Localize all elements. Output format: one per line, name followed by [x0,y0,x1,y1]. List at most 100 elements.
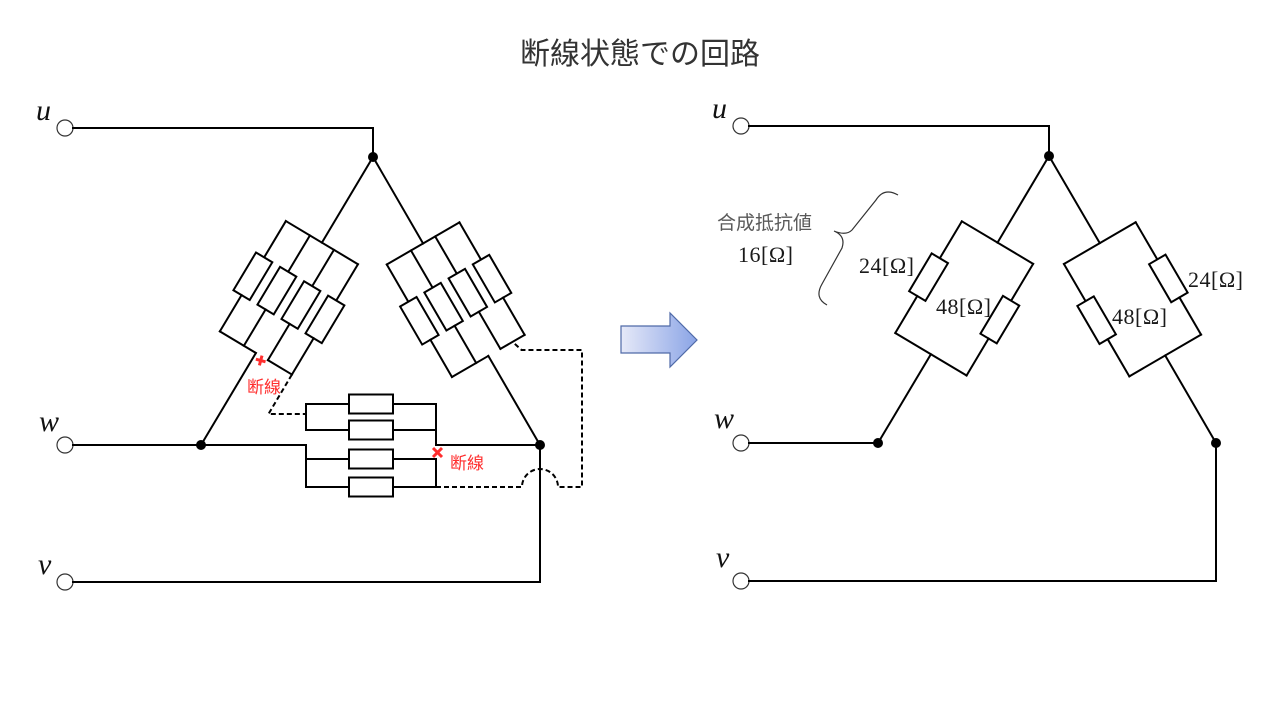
resistor-bank-uw [893,219,1035,377]
branch-wire [334,262,360,302]
branch-wire [938,219,964,260]
terminal-w-label: w [714,402,734,435]
branch-wire [1062,262,1087,303]
resistor-symbol [348,476,394,498]
terminal-u: u [36,94,74,137]
slide-title: 断線状態での回路 [520,37,760,72]
bank-bottom-bus [450,354,490,379]
bank-bottom-bus [1127,333,1203,378]
terminal-v-label: v [38,548,52,581]
resistor-value-label: 24[Ω] [1188,267,1244,292]
bank-top-bus [960,219,1035,266]
equivalent-circuit-diagram: u w v 合成抵抗値 16[Ω] 24[Ω] 48[Ω] 24[Ω] 48[Ω… [712,92,1244,590]
resistor-symbol [1075,295,1118,346]
branch-wire [266,322,291,362]
wire-left-leg-upper [320,155,375,244]
broken-circuit-diagram: u w v [36,94,583,591]
resistor-value-label: 48[Ω] [936,294,992,319]
terminal-w: w [714,402,750,452]
bank-top-bus [1062,220,1138,266]
resistor-symbol [348,448,394,470]
terminal-w: w [39,405,74,454]
junction-node-w [196,440,206,450]
wire-left-leg-lower [199,351,258,447]
branch-wire [429,338,454,379]
junction-node-top [368,152,378,162]
terminal-v-connector [56,573,74,591]
branch-wire [409,249,434,290]
terminal-u-connector [56,119,74,137]
wire-w-line [72,444,307,488]
branch-wire [433,235,459,276]
bank-bottom-bus-detached [266,358,294,376]
branch-wire [1134,220,1159,261]
branch-wire [1178,296,1203,336]
bank-bottom-bus [893,331,968,377]
combined-resistance-label: 合成抵抗値 [717,212,812,234]
branch-wire [501,296,527,337]
terminal-u-label: u [36,94,51,127]
break-x-icon [431,446,444,459]
junction-node-v [535,440,545,450]
wire-right-leg-lower [486,354,542,447]
terminal-u-connector [732,117,750,135]
branch-wire [1106,337,1131,378]
curly-brace-icon [818,191,899,306]
branch-wire [218,293,243,333]
junction-node-v [1211,438,1221,448]
wire-v-line [72,444,541,583]
junction-node-w [873,438,883,448]
wire-v-line [748,442,1217,582]
terminal-w-connector [732,434,750,452]
break-x-stroke [431,446,444,459]
wire-left-leg-upper [996,154,1051,244]
terminal-u: u [712,92,750,135]
branch-wire [458,221,483,261]
break-cross-icon [255,355,266,366]
wire-u-line [72,127,374,158]
bank-bottom-bus [218,330,258,355]
terminal-w-label: w [39,405,59,438]
resistor-symbol [348,419,394,441]
combined-resistance-value: 16[Ω] [738,242,794,267]
branch-wire [385,263,410,304]
resistor-value-label: 48[Ω] [1112,304,1168,329]
right-arrow-icon [620,311,698,369]
terminal-w-connector [56,436,74,454]
resistor-bank-uv [1062,220,1203,378]
terminal-v: v [716,541,750,590]
bank-bottom-bus-detached [499,333,527,351]
lower-bank-lower-group [305,448,437,498]
branch-wire [893,294,919,335]
branch-wire [310,248,336,288]
bank-top-bus [385,221,461,266]
branch-wire [262,219,288,259]
terminal-v-connector [732,572,750,590]
branch-wire [1009,262,1035,303]
branch-wire [290,336,316,376]
resistor-value-label: 24[Ω] [859,253,915,278]
terminal-u-label: u [712,92,727,125]
break-cross-stroke [257,355,264,366]
break-label: 断線 [450,454,484,474]
branch-wire [286,234,312,274]
branch-wire [453,324,478,365]
wire-right-leg-upper [371,155,425,245]
lower-bank-upper-group [305,393,437,446]
resistor-symbol [1147,253,1190,304]
wire-right-leg-lower [1163,354,1218,445]
bank-top-bus [284,219,360,266]
wire-u-line [748,125,1050,157]
wire-left-leg-lower [876,352,933,445]
dashed-reroute-right [436,341,583,488]
branch-wire [477,310,502,351]
branch-wire [965,337,990,377]
terminal-v: v [38,548,74,591]
resistor-symbol [348,393,394,415]
resistor-bank-right-leg [385,221,527,379]
resistor-bank-left-leg [218,219,360,376]
junction-node-top [1044,151,1054,161]
terminal-v-label: v [716,541,730,574]
wire-right-leg-upper [1047,154,1102,245]
